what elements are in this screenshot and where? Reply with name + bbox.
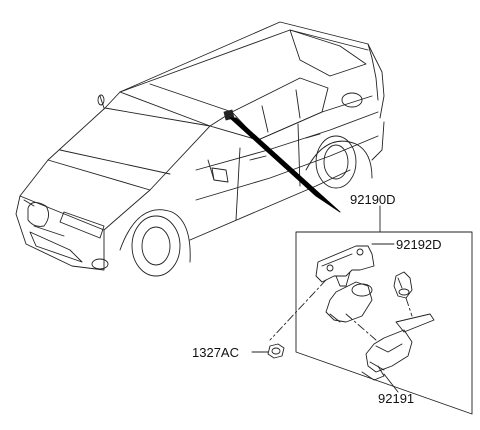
sensor-housing-part xyxy=(325,281,373,323)
label-sensor: 92191 xyxy=(378,391,415,406)
guide-lines xyxy=(269,279,413,341)
car-illustration xyxy=(15,21,385,277)
bracket-part xyxy=(315,243,395,287)
parts-box xyxy=(295,205,473,415)
sensor-harness-part xyxy=(361,313,435,393)
label-bracket: 92192D xyxy=(396,237,442,252)
callout-pointer xyxy=(229,117,341,213)
label-nut: 1327AC xyxy=(192,345,239,360)
label-assembly: 92190D xyxy=(350,192,396,207)
nut-part xyxy=(251,343,285,359)
connector-part xyxy=(393,271,413,299)
